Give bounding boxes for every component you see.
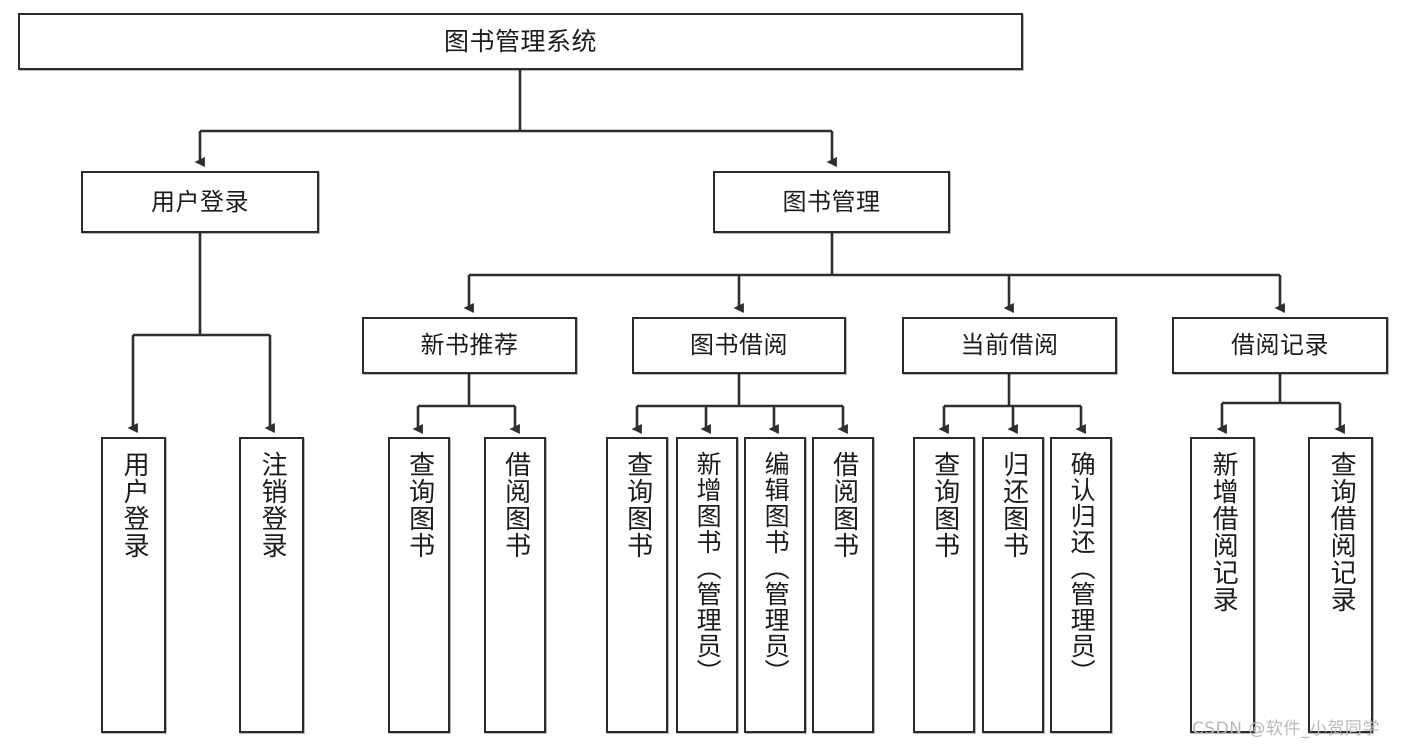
node-label: 查询借阅记录: [1326, 451, 1357, 613]
node-current-borrow[interactable]: 当前借阅: [902, 317, 1117, 374]
node-label: 图书管理: [782, 187, 881, 216]
node-label: 查询图书: [404, 451, 435, 559]
node-label: 图书管理系统: [443, 26, 597, 56]
node-borrow-records[interactable]: 借阅记录: [1172, 317, 1388, 374]
leaf-query-borrow-record[interactable]: 查询借阅记录: [1308, 437, 1373, 733]
leaf-confirm-return-admin[interactable]: 确认归还（管理员）: [1050, 437, 1112, 733]
node-root-book-management-system[interactable]: 图书管理系统: [18, 13, 1023, 70]
node-label: 确认归还（管理员）: [1067, 451, 1097, 685]
node-label: 查询图书: [929, 451, 960, 559]
leaf-query-book-borrow[interactable]: 查询图书: [606, 437, 668, 733]
node-label: 借阅记录: [1231, 331, 1329, 360]
node-label: 新增借阅记录: [1208, 451, 1239, 613]
node-label: 当前借阅: [960, 331, 1059, 360]
leaf-add-borrow-record[interactable]: 新增借阅记录: [1190, 437, 1255, 733]
node-label: 编辑图书（管理员）: [761, 451, 791, 685]
leaf-add-book-admin[interactable]: 新增图书（管理员）: [676, 437, 738, 733]
node-user-login[interactable]: 用户登录: [81, 171, 319, 233]
node-new-book-recommend[interactable]: 新书推荐: [362, 317, 577, 374]
leaf-borrow-book-newbooks[interactable]: 借阅图书: [484, 437, 546, 733]
node-label: 借阅图书: [500, 451, 531, 559]
node-label: 注销登录: [257, 451, 288, 559]
leaf-edit-book-admin[interactable]: 编辑图书（管理员）: [744, 437, 806, 733]
leaf-logout[interactable]: 注销登录: [239, 437, 304, 733]
leaf-user-login[interactable]: 用户登录: [101, 437, 166, 733]
node-book-management[interactable]: 图书管理: [713, 171, 950, 233]
node-label: 归还图书: [998, 451, 1029, 559]
node-book-borrow[interactable]: 图书借阅: [632, 317, 846, 374]
node-label: 查询图书: [622, 451, 653, 559]
csdn-watermark: CSDN @软件_小贺同学: [1192, 719, 1380, 739]
node-label: 新书推荐: [420, 331, 519, 360]
leaf-query-book-current[interactable]: 查询图书: [913, 437, 975, 733]
node-label: 图书借阅: [690, 331, 788, 360]
node-label: 用户登录: [119, 451, 150, 559]
node-label: 借阅图书: [828, 451, 859, 559]
leaf-return-book[interactable]: 归还图书: [982, 437, 1044, 733]
node-label: 新增图书（管理员）: [693, 451, 723, 685]
leaf-borrow-book[interactable]: 借阅图书: [812, 437, 874, 733]
leaf-query-book-newbooks[interactable]: 查询图书: [388, 437, 450, 733]
node-label: 用户登录: [151, 187, 249, 216]
